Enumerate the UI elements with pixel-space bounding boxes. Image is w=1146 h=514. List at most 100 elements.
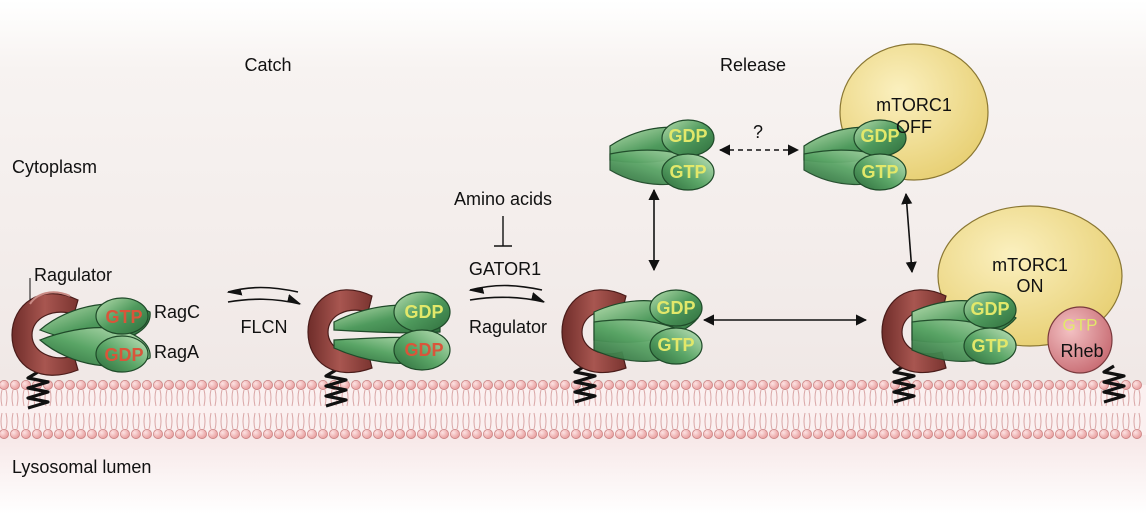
lipid-tail	[649, 412, 652, 430]
lipid-tail	[484, 389, 487, 407]
lipid-tail	[192, 412, 195, 430]
lipid-tail	[946, 389, 949, 407]
lipid-tail	[946, 412, 949, 430]
lipid-head	[505, 429, 515, 439]
lipid-tail	[346, 412, 349, 430]
lipid-tail	[995, 389, 998, 407]
lipid-tail	[506, 412, 509, 430]
lipid-tail	[352, 412, 355, 430]
lipid-tail	[5, 412, 8, 430]
lipid-tail	[1050, 412, 1053, 430]
lipid-tail	[170, 389, 173, 407]
nucleotide-gtp-free: GTP	[669, 162, 707, 182]
lipid-head	[241, 380, 251, 390]
lipid-head	[1132, 380, 1142, 390]
lipid-tail	[121, 412, 124, 430]
heading-catch: Catch	[244, 55, 292, 75]
lipid-tail	[874, 389, 877, 407]
lipid-tail	[11, 412, 14, 430]
lipid-head	[1011, 380, 1021, 390]
lipid-tail	[715, 389, 718, 407]
lipid-head	[351, 380, 361, 390]
lipid-tail	[500, 412, 503, 430]
lipid-tail	[1050, 389, 1053, 407]
anchor-squiggle-icon	[26, 370, 50, 410]
lipid-tail	[764, 412, 767, 430]
lipid-tail	[720, 389, 723, 407]
lipid-head	[263, 380, 273, 390]
lipid-head	[1000, 429, 1010, 439]
lipid-head	[758, 380, 768, 390]
lipid-tail	[115, 412, 118, 430]
lipid-tail	[121, 389, 124, 407]
lipid-tail	[99, 389, 102, 407]
heading-release: Release	[719, 55, 787, 75]
lipid-head	[560, 380, 570, 390]
lipid-tail	[533, 389, 536, 407]
lipid-tail	[423, 389, 426, 407]
lipid-tail	[291, 389, 294, 407]
lipid-head	[362, 380, 372, 390]
lipid-tail	[5, 389, 8, 407]
lipid-head	[153, 429, 163, 439]
lipid-tail	[467, 389, 470, 407]
lipid-head	[956, 429, 966, 439]
lipid-tail	[203, 389, 206, 407]
lipid-tail	[330, 412, 333, 430]
lipid-tail	[170, 412, 173, 430]
anchor-squiggle-icon	[1102, 364, 1126, 404]
lipid-tail	[687, 389, 690, 407]
lipid-tail	[236, 389, 239, 407]
lipid-head	[989, 380, 999, 390]
lipid-tail	[973, 389, 976, 407]
lipid-head	[835, 429, 845, 439]
lipid-tail	[1072, 389, 1075, 407]
lipid-tail	[825, 389, 828, 407]
anchor-squiggle-icon	[892, 364, 916, 404]
lipid-tail	[1039, 412, 1042, 430]
lipid-tail	[445, 412, 448, 430]
nucleotide-gdp-off: GDP	[860, 126, 900, 146]
lipid-tail	[506, 389, 509, 407]
lipid-head	[164, 429, 174, 439]
lipid-tail	[357, 389, 360, 407]
lipid-head	[32, 429, 42, 439]
lipid-head	[472, 429, 482, 439]
lipid-head	[263, 429, 273, 439]
lipid-tail	[209, 412, 212, 430]
flcn-equilibrium-arrows	[226, 286, 302, 305]
lipid-tail	[368, 389, 371, 407]
lipid-head	[626, 380, 636, 390]
lipid-tail	[924, 412, 927, 430]
lipid-head	[384, 429, 394, 439]
lipid-tail	[566, 389, 569, 407]
lipid-tail	[709, 412, 712, 430]
lipid-head	[681, 429, 691, 439]
lipid-head	[1088, 429, 1098, 439]
lipid-tail	[1001, 389, 1004, 407]
lipid-tail	[49, 389, 52, 407]
lipid-tail	[82, 412, 85, 430]
label-raga: RagA	[154, 342, 200, 362]
lipid-tail	[885, 389, 888, 407]
lipid-head	[527, 429, 537, 439]
lipid-head	[1044, 429, 1054, 439]
lipid-tail	[759, 389, 762, 407]
lipid-head	[208, 380, 218, 390]
lipid-head	[527, 380, 537, 390]
lipid-tail	[731, 389, 734, 407]
nucleotide-gtp-on: GTP	[971, 336, 1009, 356]
lipid-tail	[0, 389, 3, 407]
lipid-head	[967, 380, 977, 390]
lipid-tail	[583, 389, 586, 407]
lipid-tail	[1083, 412, 1086, 430]
lipid-tail	[88, 412, 91, 430]
lipid-tail	[896, 412, 899, 430]
anchor-squiggle-icon	[573, 364, 597, 404]
lipid-tail	[742, 389, 745, 407]
lipid-tail	[132, 389, 135, 407]
lipid-tail	[341, 412, 344, 430]
lipid-tail	[583, 412, 586, 430]
lipid-tail	[913, 412, 916, 430]
